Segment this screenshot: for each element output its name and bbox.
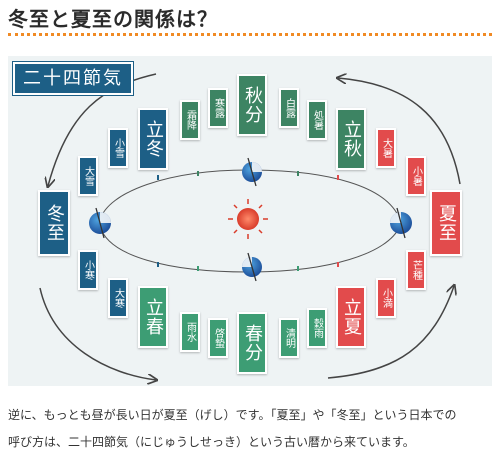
caption-paragraph: 逆に、もっとも昼が長い日が夏至（げし）です。「夏至」や「冬至」という日本での 呼… (8, 402, 494, 456)
term-shousho: 小暑 (406, 156, 426, 196)
term-shuubun: 秋分 (237, 74, 267, 136)
term-boushu: 芒種 (406, 250, 426, 290)
term-usui: 雨水 (180, 312, 200, 352)
term-touji: 冬至 (38, 190, 70, 256)
outer-arrow-top-right (338, 78, 461, 185)
solar-terms-diagram (39, 56, 461, 386)
earth-icon (242, 252, 262, 282)
term-seimei: 清明 (279, 318, 299, 358)
term-taisetsu: 大雪 (78, 156, 98, 196)
term-keichitsu: 啓蟄 (208, 318, 228, 358)
term-shoukan: 小寒 (78, 250, 98, 290)
page-heading: 冬至と夏至の関係は？ (8, 7, 218, 31)
earth-icon (242, 157, 262, 187)
term-daikan: 大寒 (108, 278, 128, 318)
term-risshun: 立春 (138, 286, 168, 348)
term-rikka: 立夏 (336, 286, 366, 348)
orbit-ticks (157, 171, 339, 271)
term-kanro: 寒露 (208, 88, 228, 128)
term-shosho: 処暑 (307, 100, 327, 140)
term-shousetsu: 小雪 (108, 128, 128, 168)
term-shouman: 小満 (376, 278, 396, 318)
term-shunbun: 春分 (237, 312, 267, 374)
caption-line-2: 呼び方は、二十四節気（にじゅうしせっき）という古い暦から来ています。 (8, 435, 415, 449)
figure-badge: 二十四節気 (13, 62, 133, 95)
term-kokuu: 穀雨 (307, 308, 327, 348)
outer-arrow-bottom-left (39, 287, 156, 380)
term-soukou: 霜降 (180, 100, 200, 140)
outer-arrow-top-left (48, 73, 157, 186)
solar-terms-figure: 二十四節気 秋分 寒露 霜降 立冬 小雪 大雪 白露 処暑 立秋 大暑 小暑 冬… (8, 56, 492, 386)
outer-arrow-bottom-right (327, 286, 454, 379)
term-rittou: 立冬 (138, 108, 168, 170)
earth-icon (390, 207, 412, 239)
term-taisho: 大暑 (376, 128, 396, 168)
caption-line-1: 逆に、もっとも昼が長い日が夏至（げし）です。「夏至」や「冬至」という日本での (8, 408, 457, 422)
earth-icon (89, 207, 111, 239)
term-geshi: 夏至 (430, 190, 462, 256)
heading-dotted-rule (8, 33, 492, 36)
term-risshuu: 立秋 (336, 108, 366, 170)
sun-icon (228, 199, 268, 239)
term-hakuro: 白露 (279, 88, 299, 128)
